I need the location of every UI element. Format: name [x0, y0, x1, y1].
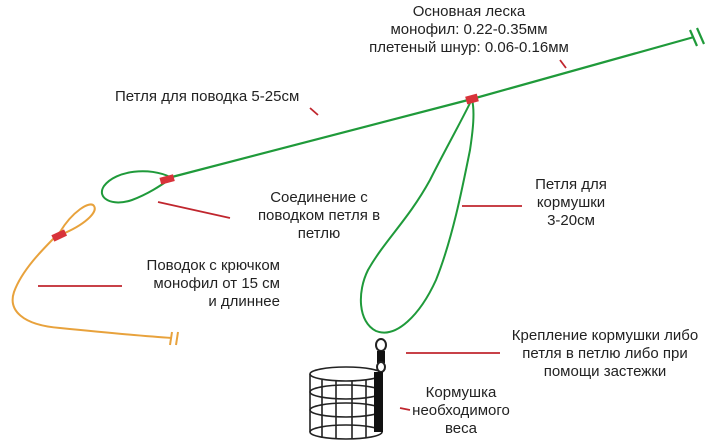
label-feeder-mount-line-1: Крепление кормушки либо [511, 327, 699, 344]
label-feeder: Кормушка необходимого веса [406, 384, 516, 438]
label-feeder-line-2: необходимого [412, 402, 510, 419]
label-leader-loop-line-1: Петля для поводка 5-25см [115, 88, 300, 105]
hook-leader-end-marker [169, 331, 179, 346]
label-leader: Поводок с крючком монофил от 15 см и дли… [110, 257, 280, 311]
label-feeder-mount-line-3: помощи застежки [543, 363, 667, 380]
label-connection-line-1: Соединение с [270, 189, 368, 206]
label-leader-loop: Петля для поводка 5-25см [115, 88, 299, 106]
swivel-snap [375, 338, 387, 373]
label-feeder-mount-line-2: петля в петлю либо при [522, 345, 688, 362]
pointer-lines [38, 59, 567, 411]
label-feeder-loop-line-3: 3-20см [547, 212, 595, 229]
label-feeder-line-3: веса [445, 420, 477, 437]
label-feeder-loop-line-2: кормушки [536, 194, 606, 211]
main-line-end-marker [688, 27, 706, 47]
label-main-line-line-2: монофил: 0.22-0.35мм [390, 21, 548, 38]
leader-knot [51, 229, 68, 242]
pointer-connection [157, 201, 231, 219]
label-leader-line-1: Поводок с крючком [146, 257, 280, 274]
label-feeder-mount: Крепление кормушки либо петля в петлю ли… [500, 327, 710, 381]
label-connection: Соединение с поводком петля в петлю [244, 189, 394, 243]
label-feeder-loop-line-1: Петля для [535, 176, 607, 193]
main-line-feeder-knot [465, 93, 479, 105]
label-feeder-line-1: Кормушка [425, 384, 497, 401]
label-feeder-loop: Петля для кормушки 3-20см [516, 176, 626, 230]
label-connection-line-3: петлю [297, 225, 341, 242]
pointer-main-line [559, 59, 567, 69]
label-connection-line-2: поводком петля в [257, 207, 381, 224]
feeder-cage [309, 366, 383, 440]
pointer-feeder [399, 407, 411, 411]
label-leader-line-2: монофил от 15 см [153, 275, 280, 292]
hook-leader [11, 203, 173, 339]
leader-loop [101, 170, 171, 204]
label-main-line: Основная леска монофил: 0.22-0.35мм плет… [344, 3, 594, 57]
label-leader-line-3: и длиннее [208, 293, 280, 310]
label-main-line-line-1: Основная леска [412, 3, 526, 20]
label-main-line-line-3: плетеный шнур: 0.06-0.16мм [369, 39, 569, 56]
feeder-loop [359, 98, 475, 334]
pointer-leader-loop [309, 107, 319, 116]
main-line [167, 35, 695, 180]
